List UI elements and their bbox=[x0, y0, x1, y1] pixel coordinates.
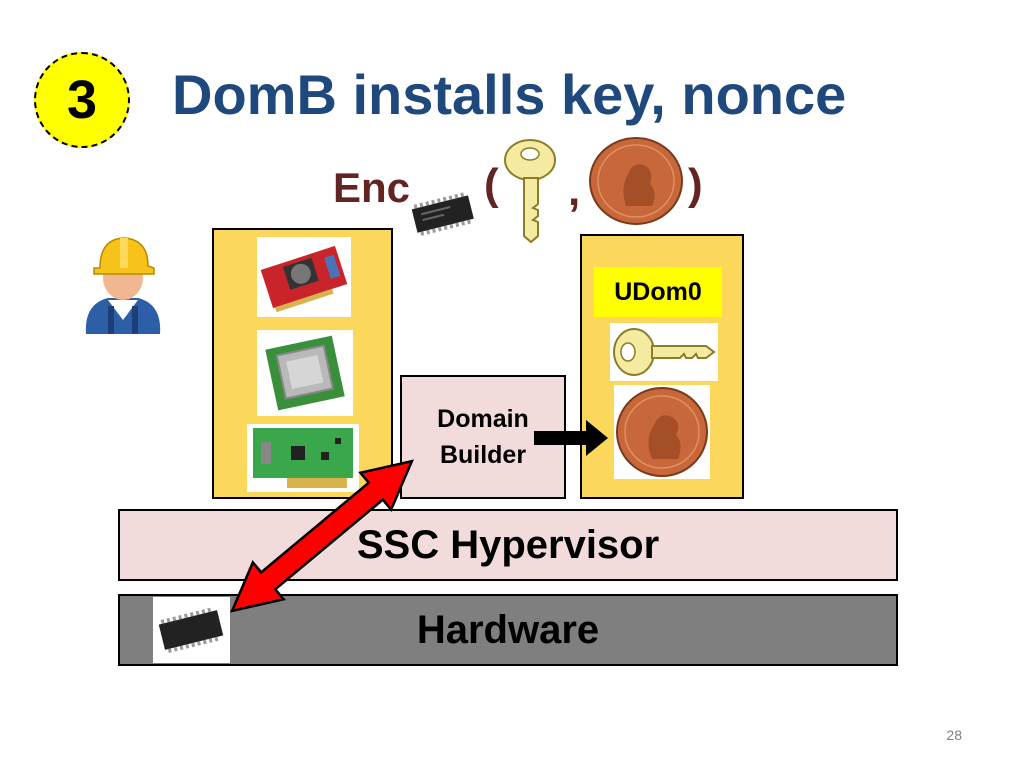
penny-icon bbox=[589, 137, 683, 225]
installed-penny-tile bbox=[614, 385, 710, 479]
graphics-card-tile bbox=[257, 237, 351, 317]
installed-penny-icon bbox=[616, 387, 708, 477]
chip-icon bbox=[411, 192, 474, 236]
slide-title: DomB installs key, nonce bbox=[172, 63, 847, 126]
comma: , bbox=[568, 166, 581, 215]
hardware-chip-tile bbox=[153, 597, 230, 663]
close-paren: ) bbox=[688, 160, 703, 209]
network-card-tile bbox=[247, 424, 359, 492]
step-number: 3 bbox=[66, 70, 98, 130]
worker-icon bbox=[85, 237, 161, 334]
install-arrow bbox=[534, 420, 608, 456]
hardware-chip-icon bbox=[158, 607, 224, 654]
step-badge: 3 bbox=[34, 52, 130, 148]
installed-key-icon bbox=[613, 328, 716, 376]
installed-key-tile bbox=[610, 323, 718, 381]
udom0-label: UDom0 bbox=[594, 267, 722, 317]
hypervisor-label: SSC Hypervisor bbox=[356, 522, 660, 567]
page-number: 28 bbox=[946, 727, 962, 743]
graphics-card-icon bbox=[260, 245, 348, 313]
hypervisor-bar: SSC Hypervisor bbox=[118, 509, 898, 581]
domain-builder-label: Domain Builder bbox=[437, 404, 529, 469]
cpu-tile bbox=[257, 330, 353, 416]
open-paren: ( bbox=[484, 160, 499, 209]
cpu-icon bbox=[265, 335, 345, 411]
network-card-icon bbox=[253, 428, 353, 488]
key-icon bbox=[504, 139, 556, 244]
enc-label: Enc bbox=[333, 164, 411, 211]
hardware-label: Hardware bbox=[416, 607, 600, 652]
